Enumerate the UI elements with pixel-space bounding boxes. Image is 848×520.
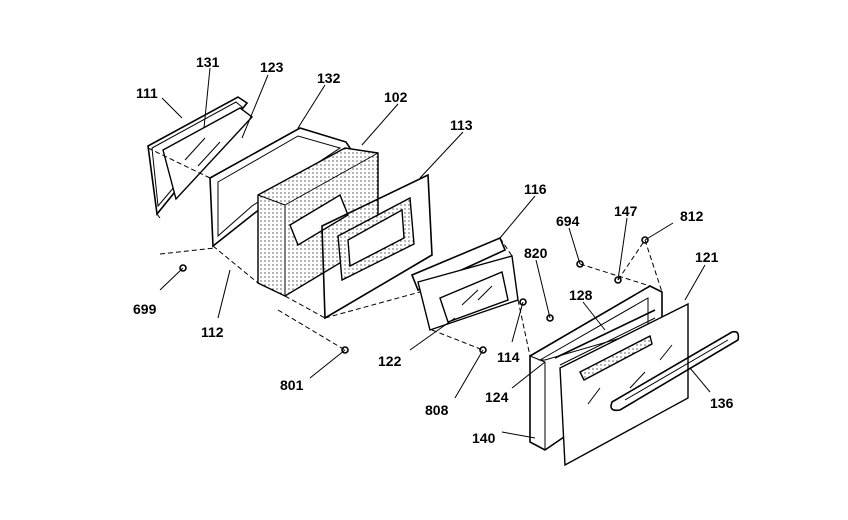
label-147: 147 [614, 203, 638, 219]
label-113: 113 [450, 117, 473, 133]
label-116: 116 [524, 181, 547, 197]
label-102: 102 [384, 89, 408, 105]
part-121-outer-glass [559, 302, 689, 467]
label-131: 131 [196, 54, 220, 70]
label-820: 820 [524, 245, 548, 261]
label-114: 114 [497, 349, 520, 365]
label-801: 801 [280, 377, 304, 393]
label-699: 699 [133, 301, 157, 317]
part-136-handle [610, 330, 740, 412]
label-122: 122 [378, 353, 402, 369]
label-808: 808 [425, 402, 449, 418]
label-136: 136 [710, 395, 734, 411]
label-111: 111 [136, 85, 158, 101]
label-128: 128 [569, 287, 593, 303]
label-694: 694 [556, 213, 580, 229]
part-116-window-assembly [410, 236, 519, 331]
alignment-lines [147, 147, 663, 357]
label-121: 121 [695, 249, 719, 265]
label-812: 812 [680, 208, 704, 224]
part-102-door-box [257, 147, 379, 297]
part-123-inner-glass [162, 107, 254, 201]
label-112: 112 [201, 324, 224, 340]
label-123: 123 [260, 59, 284, 75]
leader-lines [159, 67, 711, 439]
part-128-vent-strip [554, 309, 656, 381]
fasteners [179, 236, 649, 354]
part-labels: 111 131 123 132 102 113 116 694 147 812 … [133, 54, 734, 446]
label-124: 124 [485, 389, 509, 405]
label-140: 140 [472, 430, 496, 446]
label-132: 132 [317, 70, 341, 86]
part-113-inner-panel [321, 173, 433, 320]
part-111-rear-panel [147, 96, 249, 219]
